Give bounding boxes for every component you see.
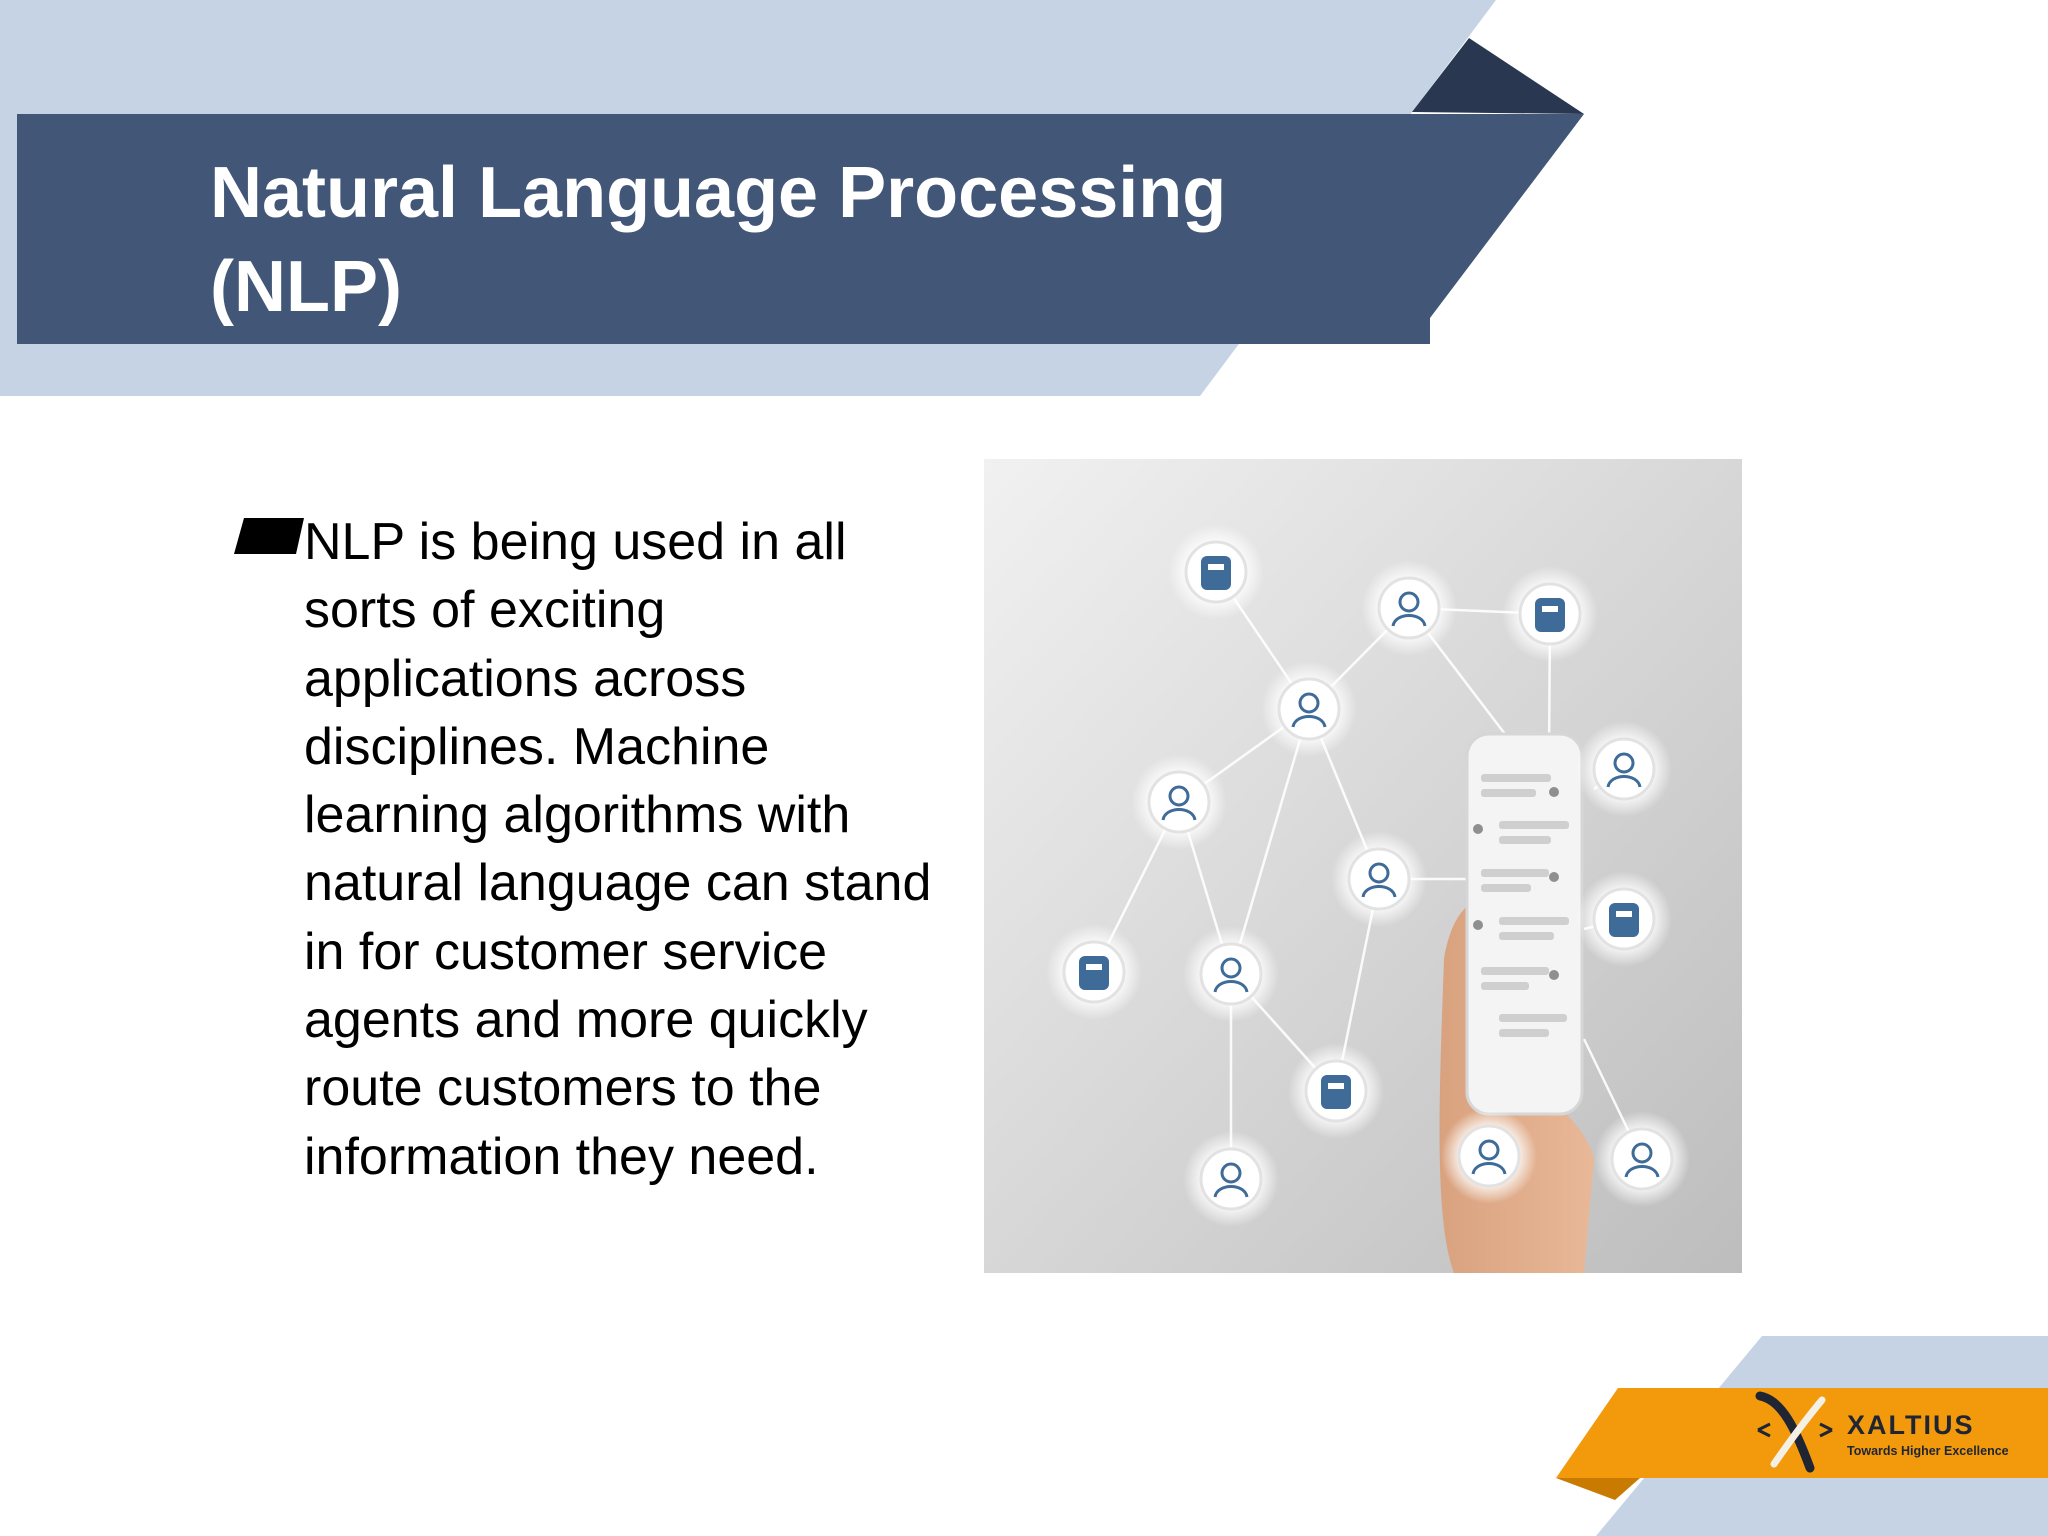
title-band (17, 114, 1584, 344)
bullet-text: NLP is being used in all sorts of exciti… (304, 513, 932, 1186)
header-background-band (0, 0, 1584, 396)
person-node-icon (1183, 926, 1279, 1022)
robot-node-icon (1288, 1043, 1384, 1139)
robot-node-icon (1168, 524, 1264, 620)
robot-node-icon (1046, 924, 1142, 1020)
nlp-network-illustration (984, 459, 1742, 1273)
logo-wordmark: XALTIUS (1847, 1410, 1975, 1440)
robot-node-icon (1502, 566, 1598, 662)
person-node-icon (1594, 1111, 1690, 1207)
footer-orange-shadow (1556, 1478, 1640, 1500)
slide-title: Natural Language Processing (NLP) (210, 146, 1360, 334)
person-node-icon (1576, 721, 1672, 817)
person-node-icon (1261, 661, 1357, 757)
parallelogram-bullet-icon (234, 518, 304, 554)
person-node-icon (1131, 754, 1227, 850)
person-node-icon (1331, 831, 1427, 927)
slide-title-line-1: Natural Language Processing (210, 153, 1227, 233)
person-node-icon (1361, 560, 1457, 656)
person-node-icon (1441, 1108, 1537, 1204)
network-nodes (1046, 524, 1690, 1227)
robot-node-icon (1576, 871, 1672, 967)
xaltius-logo-icon (1755, 1391, 1833, 1473)
bullet-item: NLP is being used in all sorts of exciti… (234, 508, 934, 1191)
person-node-icon (1183, 1131, 1279, 1227)
logo-tagline: Towards Higher Excellence (1847, 1444, 2009, 1458)
dark-accent-triangle (1412, 38, 1584, 114)
slide-title-line-2: (NLP) (210, 247, 402, 327)
